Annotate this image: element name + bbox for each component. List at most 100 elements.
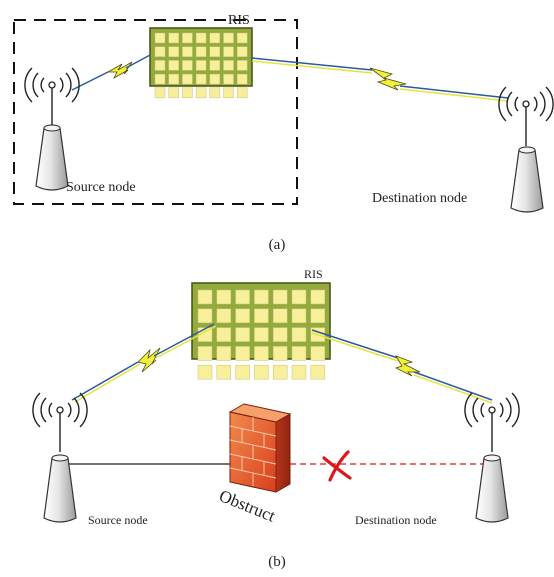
ris-element xyxy=(291,289,307,305)
ris-element xyxy=(168,32,179,44)
ris-element xyxy=(272,364,288,380)
ris-panel xyxy=(191,282,331,380)
ris-element xyxy=(154,60,166,71)
wireless-link-ris-to-destination xyxy=(251,57,509,102)
ris-element xyxy=(291,327,307,342)
ris-element xyxy=(182,60,193,71)
lightning-bolt-icon xyxy=(369,67,407,91)
ris-element xyxy=(291,364,307,380)
ris-element xyxy=(236,32,248,44)
ris-element xyxy=(236,60,248,71)
ris-element xyxy=(195,87,207,99)
ris-element xyxy=(235,346,250,361)
ris-element xyxy=(254,327,269,342)
ris-element xyxy=(209,60,221,71)
ris-element xyxy=(223,73,234,85)
ris-element xyxy=(223,46,234,57)
ris-element xyxy=(182,32,193,44)
ris-element xyxy=(216,364,232,380)
ris-element xyxy=(182,73,193,85)
ris-element xyxy=(195,73,207,85)
ris-element xyxy=(168,60,179,71)
ris-element xyxy=(236,73,248,85)
caption-b: (b) xyxy=(268,554,286,570)
wireless-link-ris-to-destination xyxy=(311,329,493,404)
destination-node-label: Destination node xyxy=(372,191,467,206)
ris-element xyxy=(195,60,207,71)
ris-element xyxy=(216,346,232,361)
ris-element xyxy=(235,289,250,305)
ris-element xyxy=(209,87,221,99)
ris-element xyxy=(235,308,250,324)
ris-element xyxy=(254,308,269,324)
ris-element xyxy=(182,87,193,99)
ris-element xyxy=(272,308,288,324)
ris-element xyxy=(216,327,232,342)
ris-element xyxy=(272,346,288,361)
ris-element xyxy=(182,46,193,57)
ris-element xyxy=(291,308,307,324)
ris-element xyxy=(254,289,269,305)
caption-a: (a) xyxy=(269,237,286,253)
ris-element xyxy=(154,73,166,85)
source-node-label: Source node xyxy=(88,513,148,527)
ris-element xyxy=(310,364,326,380)
ris-element xyxy=(236,87,248,99)
lightning-bolt-icon xyxy=(137,347,161,373)
blocked-x-icon xyxy=(322,450,352,482)
ris-label: RIS xyxy=(304,267,323,281)
wireless-link-source-to-ris xyxy=(71,54,151,91)
ris-element xyxy=(209,46,221,57)
panel-a: RIS Source node xyxy=(13,13,554,253)
ris-element xyxy=(195,46,207,57)
destination-antenna-icon xyxy=(464,392,520,452)
destination-tower xyxy=(475,454,509,523)
source-antenna-icon xyxy=(32,392,88,452)
ris-element xyxy=(310,346,326,361)
ris-element xyxy=(223,60,234,71)
ris-element xyxy=(216,289,232,305)
ris-element xyxy=(197,346,213,361)
ris-element xyxy=(197,364,213,380)
ris-element xyxy=(291,346,307,361)
ris-element xyxy=(235,327,250,342)
ris-element xyxy=(216,308,232,324)
ris-element xyxy=(154,87,166,99)
ris-element xyxy=(223,32,234,44)
ris-element xyxy=(168,87,179,99)
ris-element xyxy=(154,32,166,44)
ris-element xyxy=(209,73,221,85)
obstruct-wall-icon xyxy=(228,403,292,493)
lightning-bolt-icon xyxy=(106,61,133,80)
panel-b: RIS xyxy=(32,267,520,570)
wireless-link-source-to-ris xyxy=(71,323,217,403)
ris-element xyxy=(310,308,326,324)
source-tower xyxy=(35,124,69,191)
ris-panel xyxy=(149,27,253,99)
ris-element xyxy=(223,87,234,99)
ris-element xyxy=(195,32,207,44)
ris-element xyxy=(254,346,269,361)
ris-element xyxy=(197,308,213,324)
obstruct-label: Obstruct xyxy=(217,486,279,526)
destination-antenna-icon xyxy=(498,86,554,146)
source-tower xyxy=(43,454,77,523)
ris-element xyxy=(272,289,288,305)
lightning-bolt-icon xyxy=(394,355,421,377)
ris-label: RIS xyxy=(228,13,250,28)
ris-element xyxy=(310,289,326,305)
source-node-label: Source node xyxy=(66,180,136,195)
ris-element xyxy=(236,46,248,57)
destination-tower xyxy=(510,146,544,213)
ris-element xyxy=(272,327,288,342)
ris-element xyxy=(254,364,269,380)
source-antenna-icon xyxy=(24,67,80,127)
ris-element xyxy=(168,46,179,57)
ris-element xyxy=(235,364,250,380)
source-region-dashed-box xyxy=(13,19,298,205)
ris-element xyxy=(197,289,213,305)
destination-node-label: Destination node xyxy=(355,513,437,527)
ris-element xyxy=(154,46,166,57)
ris-element xyxy=(209,32,221,44)
